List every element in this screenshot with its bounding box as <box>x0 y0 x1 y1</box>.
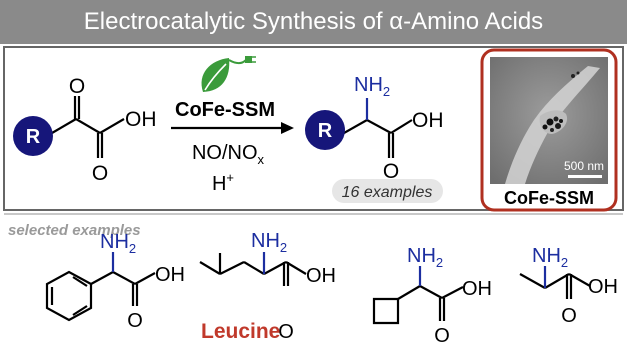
example-3-amine: NH2 <box>407 245 443 270</box>
substrate-oxygen-bottom: O <box>92 162 108 185</box>
example-2-hydroxyl: OH <box>306 265 336 287</box>
product-structure <box>343 119 413 158</box>
substrate-hydroxyl: OH <box>125 108 157 131</box>
examples-badge-text: 16 examples <box>342 184 433 201</box>
reagent-no-nox: NO/NOx <box>192 142 265 167</box>
example-3-hydroxyl: OH <box>462 278 492 300</box>
leucine-label: Leucine <box>201 320 280 343</box>
product-oxygen: O <box>383 160 399 183</box>
example-1-oxygen: O <box>127 310 143 332</box>
example-alanine-structure <box>519 273 591 299</box>
example-4-oxygen: O <box>561 305 577 327</box>
substrate-r-label: R <box>26 126 41 148</box>
examples-heading: selected examples <box>8 222 141 239</box>
substrate-oxygen-top: O <box>69 75 85 98</box>
example-phenylglycine-structure <box>45 270 156 322</box>
micrograph-caption: CoFe-SSM <box>504 188 594 208</box>
title-bar: Electrocatalytic Synthesis of α-Amino Ac… <box>0 0 627 44</box>
scale-bar-label: 500 nm <box>564 159 604 173</box>
example-3-oxygen: O <box>434 325 450 347</box>
substrate-structure <box>51 96 125 158</box>
page-title: Electrocatalytic Synthesis of α-Amino Ac… <box>83 8 544 35</box>
examples-badge <box>332 179 443 203</box>
r-group-circle <box>13 116 53 156</box>
example-cyclobutylglycine-structure <box>372 285 464 325</box>
example-4-amine: NH2 <box>532 245 568 270</box>
example-4-hydroxyl: OH <box>588 276 618 298</box>
product-r-label: R <box>318 120 333 142</box>
example-2-amine: NH2 <box>251 230 287 255</box>
reaction-arrowhead <box>281 122 294 134</box>
product-r-group-circle <box>305 110 345 150</box>
tem-micrograph-image <box>490 57 608 184</box>
product-hydroxyl: OH <box>412 109 444 132</box>
example-1-hydroxyl: OH <box>155 264 185 286</box>
example-2-oxygen: O <box>278 321 294 343</box>
leaf-plug-icon <box>201 56 256 92</box>
example-leucine-structure <box>199 253 307 286</box>
catalyst-label: CoFe-SSM <box>175 99 275 121</box>
